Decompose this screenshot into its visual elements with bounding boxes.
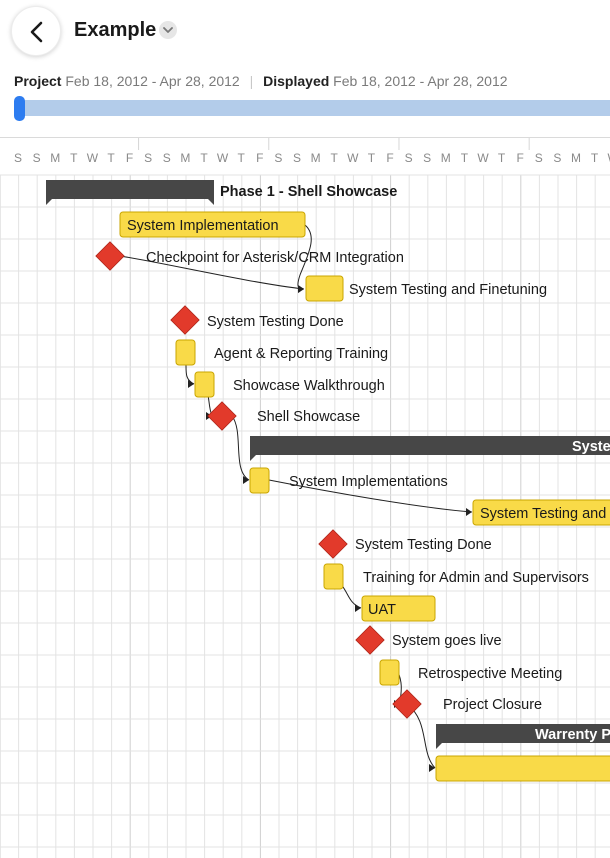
day-letter: S	[162, 151, 171, 165]
dependency-link	[231, 415, 250, 481]
task-bar[interactable]	[323, 563, 344, 590]
milestone-diamond[interactable]	[170, 305, 200, 335]
arrowhead	[298, 285, 304, 293]
milestone-label: Project Closure	[443, 697, 542, 713]
day-letter: S	[144, 151, 153, 165]
day-letter: F	[125, 151, 134, 165]
day-letter: F	[256, 151, 264, 165]
milestone-label: Checkpoint for Asterisk/CRM Integration	[146, 250, 404, 266]
day-letter: S	[404, 151, 413, 165]
milestone-label: System goes live	[392, 633, 502, 649]
summary-label: Syste	[572, 439, 610, 455]
task-label: System Testing and	[480, 506, 606, 522]
day-letter: S	[534, 151, 543, 165]
task-label: Showcase Walkthrough	[233, 378, 385, 394]
range-slider-handle[interactable]	[14, 96, 25, 121]
project-range: Feb 18, 2012 - Apr 28, 2012	[65, 73, 240, 89]
task-label: Agent & Reporting Training	[214, 346, 388, 362]
milestone-diamond[interactable]	[392, 689, 422, 719]
chevron-down-icon	[163, 27, 173, 33]
day-letter: S	[13, 151, 22, 165]
task-label: System Testing and Finetuning	[349, 282, 547, 298]
task-label: Training for Admin and Supervisors	[363, 570, 589, 586]
milestone-diamond[interactable]	[207, 401, 237, 431]
milestone-diamond[interactable]	[355, 625, 385, 655]
gantt-grid	[0, 138, 610, 858]
dependency-links	[119, 224, 473, 772]
task-label: UAT	[368, 602, 396, 618]
day-letter: T	[330, 151, 338, 165]
day-letter: T	[107, 151, 115, 165]
task-bar[interactable]	[175, 339, 196, 366]
day-letter: F	[516, 151, 524, 165]
day-letter: T	[460, 151, 469, 165]
displayed-range: Feb 18, 2012 - Apr 28, 2012	[333, 73, 508, 89]
dependency-link	[119, 255, 305, 290]
arrowhead	[466, 508, 472, 516]
task-bar[interactable]	[361, 595, 436, 622]
day-letter: S	[32, 151, 41, 165]
toolbar: Example	[0, 0, 610, 62]
timeline-day-header: SSMTWTFSSMTWTFSSMTWTFSSMTWTFSSMTW	[0, 138, 610, 175]
arrowhead	[429, 764, 435, 772]
task-bar[interactable]	[119, 211, 306, 238]
day-letter: W	[347, 151, 359, 165]
task-label: System Implementations	[289, 474, 448, 490]
summary-label: Phase 1 - Shell Showcase	[220, 184, 397, 200]
summary-label: Warrenty P	[535, 727, 610, 743]
day-letter: M	[180, 151, 191, 165]
arrowhead	[243, 476, 249, 484]
day-letter: S	[553, 151, 562, 165]
range-separator: |	[249, 73, 254, 89]
day-letter: W	[86, 151, 99, 165]
date-range-info: Project Feb 18, 2012 - Apr 28, 2012 | Di…	[14, 73, 508, 89]
displayed-label: Displayed	[263, 73, 330, 89]
day-letter: M	[50, 151, 61, 165]
task-bar[interactable]	[472, 499, 610, 526]
day-letter: M	[440, 151, 451, 165]
task-bar[interactable]	[194, 371, 215, 398]
day-letter: W	[604, 151, 610, 165]
day-letter: T	[237, 151, 245, 165]
arrowhead	[188, 380, 194, 388]
milestone-label: System Testing Done	[355, 537, 492, 553]
day-letter: S	[292, 151, 301, 165]
day-letter: M	[571, 151, 581, 165]
day-letter: T	[497, 151, 506, 165]
day-letter: F	[386, 151, 394, 165]
day-letter: T	[200, 151, 208, 165]
task-label: System Implementation	[127, 218, 279, 234]
day-letter: S	[423, 151, 432, 165]
back-button[interactable]	[11, 6, 61, 56]
task-bar[interactable]	[435, 755, 610, 782]
summary-bar-phase-2[interactable]	[250, 436, 610, 461]
day-letter: T	[590, 151, 599, 165]
dependency-link	[268, 479, 473, 513]
page-title: Example	[74, 19, 157, 41]
milestone-label: Shell Showcase	[257, 409, 360, 425]
milestone-label: System Testing Done	[207, 314, 344, 330]
task-bar[interactable]	[305, 275, 344, 302]
range-slider-track[interactable]	[14, 100, 610, 116]
divider	[0, 137, 610, 138]
day-letter: S	[274, 151, 283, 165]
title-menu-button[interactable]	[159, 21, 177, 39]
project-label: Project	[14, 73, 62, 89]
milestone-diamond[interactable]	[318, 529, 348, 559]
task-bar[interactable]	[379, 659, 400, 686]
arrowhead	[355, 604, 361, 612]
day-letter: T	[367, 151, 376, 165]
task-label: Retrospective Meeting	[418, 666, 562, 682]
milestone-diamond[interactable]	[95, 241, 125, 271]
day-letter: T	[70, 151, 78, 165]
summary-bar-warrenty[interactable]	[436, 724, 610, 749]
day-letter: W	[477, 151, 489, 165]
task-bar[interactable]	[249, 467, 270, 494]
summary-bar-phase-1[interactable]	[46, 180, 214, 205]
day-letter: W	[216, 151, 229, 165]
day-letter: M	[310, 151, 321, 165]
chevron-left-icon	[30, 21, 43, 43]
